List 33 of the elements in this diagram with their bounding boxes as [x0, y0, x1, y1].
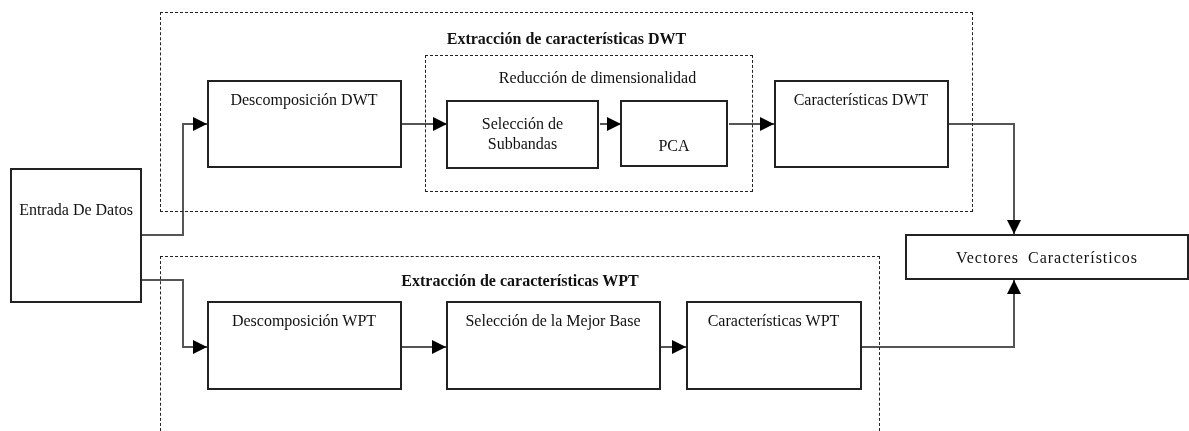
box-label: Selección de Subbandas	[480, 114, 565, 154]
process-box	[905, 234, 1189, 280]
process-box	[206, 300, 402, 390]
box-label: Descomposición DWT	[229, 89, 379, 110]
box-label: Descomposición WPT	[230, 310, 378, 331]
process-box	[620, 100, 728, 167]
arrow	[948, 123, 1021, 235]
box-label: Características DWT	[792, 89, 930, 110]
arrow	[728, 117, 775, 131]
arrow	[401, 340, 447, 354]
arrow	[141, 279, 208, 354]
group-title: Reducción de dimensionalidad	[497, 67, 698, 88]
box-label: Vectores Característicos	[954, 248, 1140, 268]
process-box	[206, 79, 402, 168]
box-label: Entrada De Datos	[18, 200, 134, 220]
box-label: Características WPT	[706, 310, 841, 331]
group-title: Extracción de características WPT	[400, 271, 640, 291]
process-box	[446, 100, 599, 169]
box-label: PCA	[657, 136, 691, 156]
group-frame	[160, 256, 880, 431]
process-box	[10, 168, 142, 303]
arrow	[599, 117, 622, 131]
group-frame	[160, 12, 973, 212]
arrow	[141, 117, 208, 236]
arrow	[401, 117, 448, 131]
arrow	[861, 279, 1021, 348]
arrow	[660, 340, 687, 354]
group-frame	[424, 54, 753, 192]
box-label: Selección de la Mejor Base	[464, 310, 642, 331]
process-box	[773, 79, 949, 168]
process-box	[445, 300, 661, 390]
group-title: Extracción de características DWT	[445, 29, 688, 49]
process-box	[685, 300, 862, 390]
